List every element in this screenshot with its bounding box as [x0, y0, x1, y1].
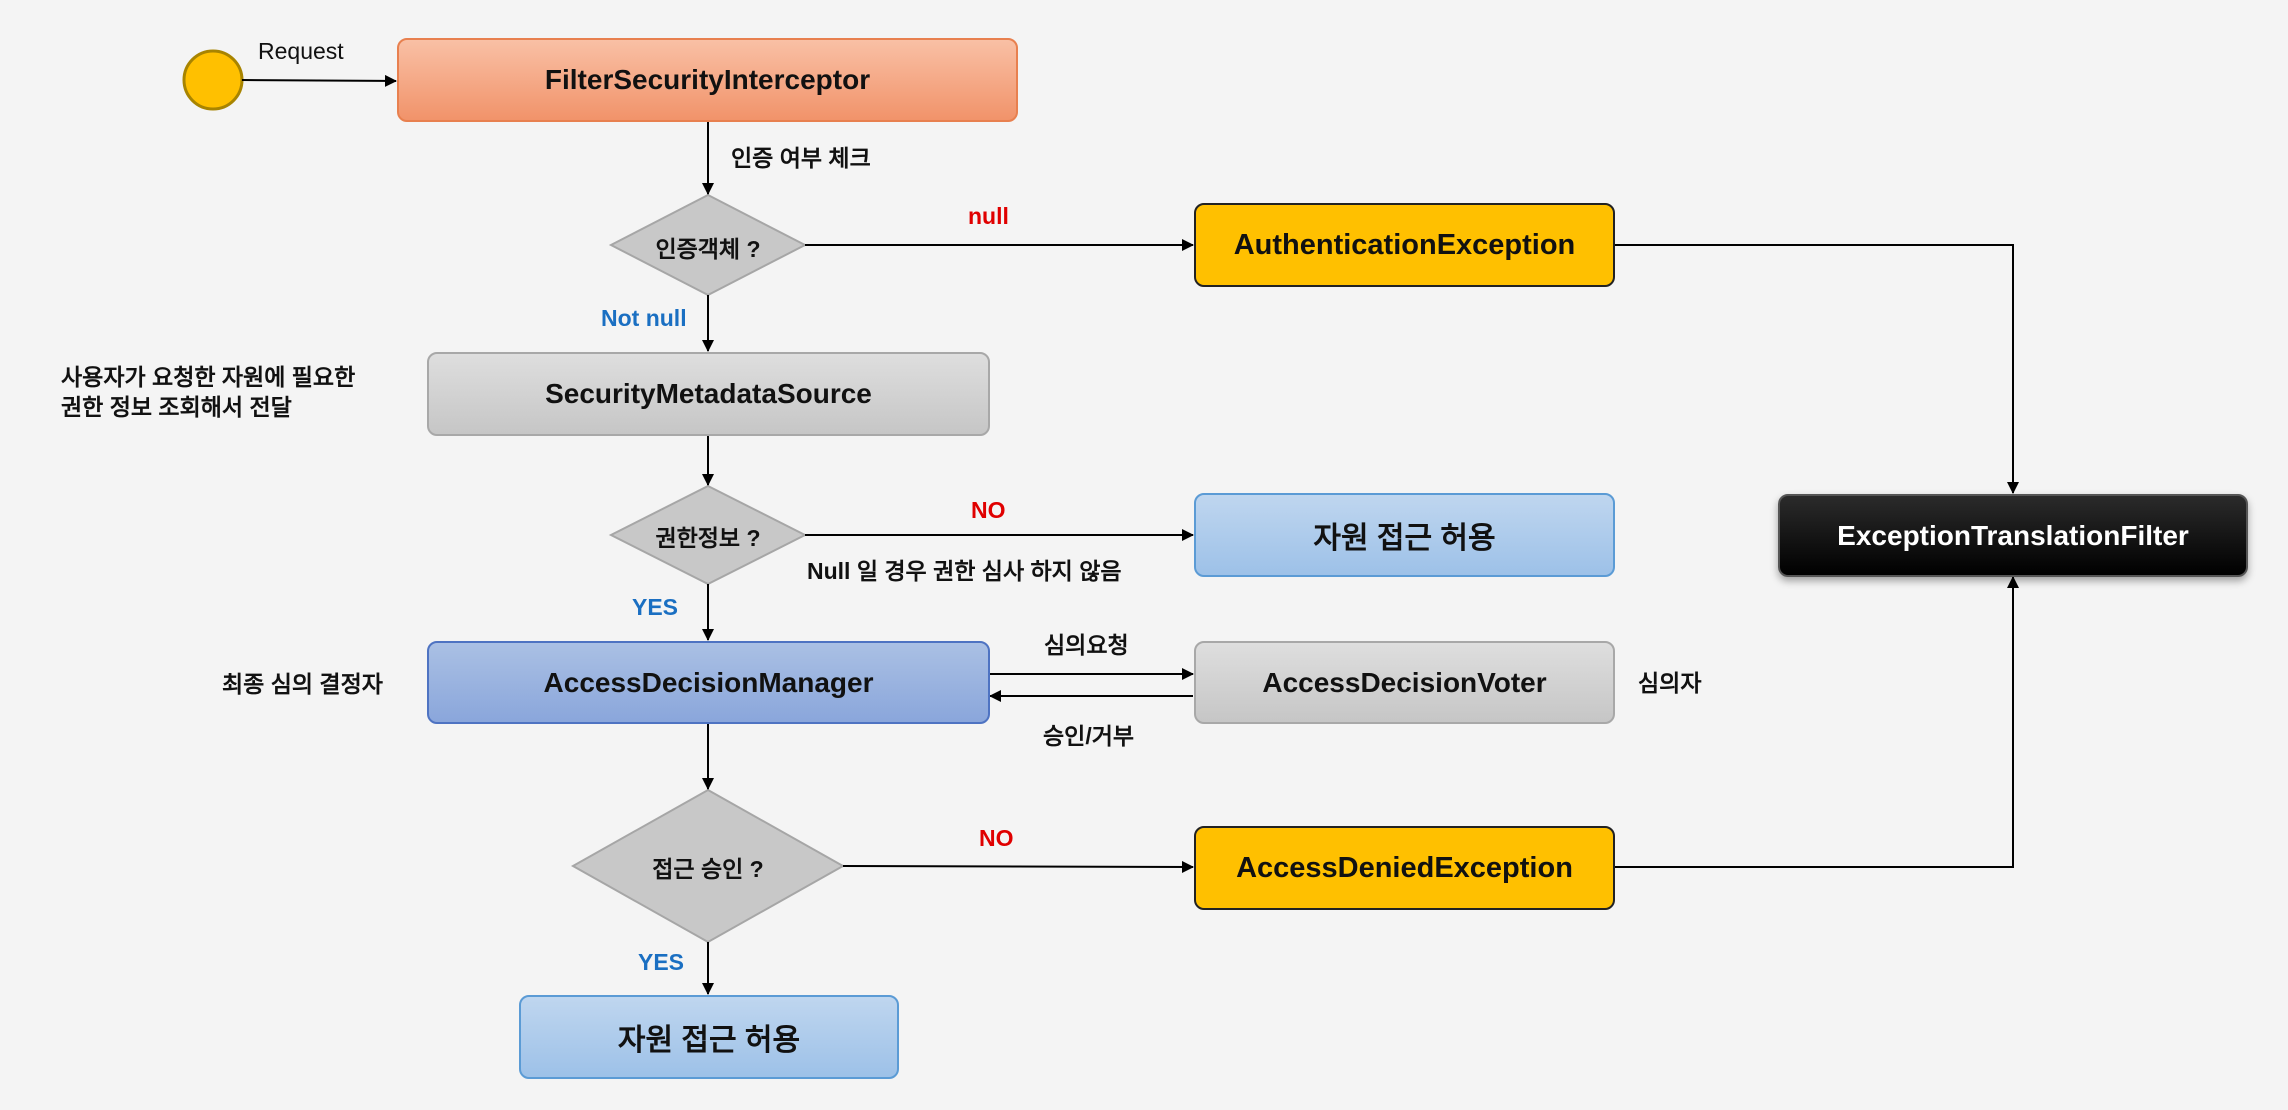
- access-decision-manager-box: AccessDecisionManager: [427, 641, 990, 724]
- no-label-2: NO: [979, 825, 1014, 851]
- metadata-description-line2: 권한 정보 조회해서 전달: [61, 394, 292, 420]
- authentication-exception-box: AuthenticationException: [1194, 203, 1615, 287]
- exception-translation-filter-box: ExceptionTranslationFilter: [1778, 494, 2248, 577]
- auth-exception-to-translation-arrow: [1615, 244, 2019, 494]
- access-granted-box-1: 자원 접근 허용: [1194, 493, 1615, 577]
- start-node: [182, 49, 244, 111]
- null-note-label: Null 일 경우 권한 심사 하지 않음: [807, 558, 1122, 584]
- auth-check-label: 인증 여부 체크: [731, 145, 871, 171]
- access-denied-arrow: [842, 860, 1194, 873]
- request-arrow: [241, 74, 397, 87]
- access-granted-box-2: 자원 접근 허용: [519, 995, 899, 1079]
- no-label-1: NO: [971, 497, 1006, 523]
- null-label: null: [968, 203, 1009, 229]
- auth-object-decision-label: 인증객체 ?: [655, 236, 761, 262]
- denied-exception-to-translation-arrow: [1615, 576, 2019, 868]
- access-denied-exception-box: AccessDeniedException: [1194, 826, 1615, 910]
- approve-reject-label: 승인/거부: [1043, 723, 1135, 749]
- metadata-description-line1: 사용자가 요청한 자원에 필요한: [61, 364, 356, 390]
- not-null-label: Not null: [601, 305, 687, 331]
- voter-role-label: 심의자: [1638, 670, 1702, 696]
- security-metadata-source-box: SecurityMetadataSource: [427, 352, 990, 436]
- access-decision-voter-box: AccessDecisionVoter: [1194, 641, 1615, 724]
- request-label: Request: [258, 38, 344, 64]
- authority-info-decision-label: 권한정보 ?: [655, 525, 761, 551]
- access-approval-decision-label: 접근 승인 ?: [652, 856, 764, 882]
- filter-security-interceptor-box: FilterSecurityInterceptor: [397, 38, 1018, 122]
- deliberation-request-label: 심의요청: [1044, 632, 1129, 658]
- final-decider-label: 최종 심의 결정자: [222, 671, 383, 697]
- yes-label-1: YES: [632, 594, 679, 620]
- yes-label-2: YES: [638, 949, 685, 975]
